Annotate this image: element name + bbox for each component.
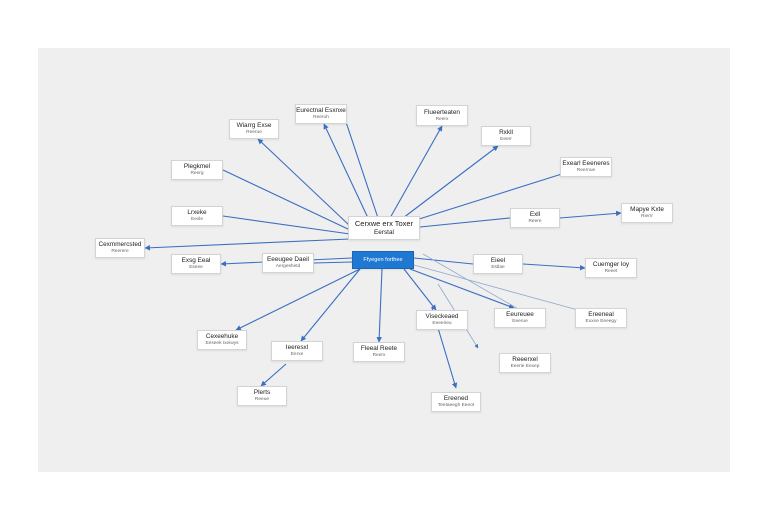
node-title: Wiarrg Exse (236, 122, 272, 130)
central-node-title: Cerxwe erx Toxer (354, 218, 414, 228)
connector-edge (376, 268, 383, 343)
diagram-node[interactable]: Eieel Estlae (473, 254, 523, 274)
node-title: Exearl Eeeneres (562, 160, 610, 168)
diagram-node[interactable]: Ieeresxl Eerxe (271, 341, 323, 361)
connector-edge (300, 268, 361, 342)
node-title: Rxkll (499, 129, 513, 137)
selected-node-title: Ffyegen forthee (363, 256, 403, 263)
node-subtitle: Eerxe (290, 352, 304, 358)
diagram-node[interactable]: Fleeal Reete Reerx (353, 342, 405, 362)
node-title: Fleeal Reete (360, 345, 398, 353)
diagram-node[interactable]: Wiarrg Exse Reerue (229, 119, 279, 139)
node-title: Eieel (490, 257, 506, 265)
node-subtitle: Estlae (491, 265, 505, 271)
connector-edge (260, 363, 287, 387)
node-subtitle: Eeerie Eexep (510, 364, 540, 370)
connector-edge (222, 169, 351, 231)
connector-edge (559, 210, 622, 219)
diagram-node[interactable]: Cexeehuke Eeseek Ixeiwys (197, 330, 247, 350)
node-subtitle: Aergeshetd (275, 264, 301, 270)
connector-edge (409, 268, 515, 309)
node-title: Exsg Eeal (181, 257, 211, 265)
connector-edge (422, 253, 521, 311)
connector-edge (222, 215, 351, 235)
node-title: Eeureuee (506, 311, 534, 319)
node-title: Cexmmercsted (98, 241, 142, 249)
selected-node[interactable]: Ffyegen forthee (352, 251, 414, 269)
node-subtitle: Reernue (576, 168, 596, 174)
central-node-subtitle: Eerstal (374, 229, 394, 237)
node-title: Ieeresxl (285, 344, 309, 352)
node-subtitle: Eeerr (500, 137, 512, 143)
diagram-node[interactable]: Lrxeke Eexle (171, 206, 223, 226)
node-subtitle: Reerx (435, 116, 449, 122)
node-title: Eurectnal Esxnxe (296, 107, 346, 115)
node-subtitle: Rierrr (641, 214, 653, 220)
node-subtitle: Eeseek Ixeiwys (205, 341, 239, 347)
node-subtitle: Reerx (372, 353, 386, 359)
node-title: Flueerteaten (424, 108, 460, 116)
diagram-node[interactable]: Eeureuee Eeerue (494, 308, 546, 328)
node-subtitle: Reere (528, 219, 542, 225)
diagram-node[interactable]: Rxkll Eeerr (481, 126, 531, 146)
diagram-node[interactable]: Cuemger loy Reeet (585, 258, 637, 278)
connector-edge (522, 263, 586, 271)
diagram-node[interactable]: Viseckeaed Eeeerieu (416, 310, 468, 330)
diagram-node[interactable]: Plegkmel Reerg (171, 160, 223, 180)
node-subtitle: Reeruh (313, 115, 329, 121)
diagram-node[interactable]: Exll Reere (510, 208, 560, 228)
node-title: Plegkmel (183, 163, 211, 171)
connector-edge (403, 268, 437, 311)
edge-layer (144, 103, 622, 389)
node-subtitle: Reerere (111, 249, 129, 255)
node-title: Ereeneal (588, 311, 614, 319)
node-title: Reeerxel (512, 356, 538, 364)
connector-edge (257, 138, 351, 227)
node-subtitle: Eeerue (512, 319, 528, 325)
connector-edge (413, 257, 474, 265)
connector-edge (402, 145, 499, 219)
connector-edge (323, 123, 369, 219)
connector-edge (389, 125, 443, 219)
diagram-node[interactable]: Cexmmercsted Reerere (95, 238, 145, 258)
node-subtitle: Reeue (254, 397, 270, 403)
connector-edge (413, 264, 579, 311)
node-subtitle: Reerue (246, 130, 262, 136)
node-subtitle: Reeet (604, 269, 618, 275)
diagram-node[interactable]: Eurectnal Esxnxe Reeruh (295, 104, 347, 124)
node-subtitle: Eexle (191, 217, 203, 223)
node-subtitle: Euxxe Eeeegy (585, 319, 617, 325)
diagram-node[interactable]: Eeeugee Daeil Aergeshetd (262, 253, 314, 273)
diagram-canvas: Cerxwe erx Toxer Eerstal Ffyegen forthee… (38, 48, 730, 472)
diagram-node[interactable]: Mapye Kxte Rierrr (621, 203, 673, 223)
diagram-node[interactable]: Reeerxel Eeerie Eexep (499, 353, 551, 373)
node-title: Ereened (443, 395, 469, 403)
diagram-node[interactable]: Exearl Eeeneres Reernue (560, 157, 612, 177)
node-title: Cexeehuke (205, 333, 239, 341)
connector-edge (415, 165, 585, 221)
diagram-node[interactable]: Exsg Eeal Eseee (171, 254, 221, 274)
node-subtitle: Reerg (190, 171, 204, 177)
node-title: Exll (529, 211, 541, 219)
node-title: Viseckeaed (425, 313, 459, 321)
diagram-node[interactable]: Ereened Teetaeegh Eeeot (431, 392, 481, 412)
diagram-node[interactable]: Plerts Reeue (237, 386, 287, 406)
node-subtitle: Teetaeegh Eeeot (437, 403, 475, 409)
node-subtitle: Eeeerieu (432, 321, 452, 327)
node-title: Mapye Kxte (630, 206, 664, 214)
node-title: Eeeugee Daeil (267, 256, 309, 264)
node-title: Cuemger loy (592, 261, 630, 269)
diagram-node[interactable]: Flueerteaten Reerx (416, 105, 468, 126)
central-node[interactable]: Cerxwe erx Toxer Eerstal (348, 216, 420, 240)
connector-edge (313, 261, 353, 264)
connector-edge (144, 238, 351, 251)
connector-edge (419, 217, 511, 228)
node-title: Plerts (253, 389, 271, 397)
node-subtitle: Eseee (189, 265, 203, 271)
connector-edge (235, 268, 361, 331)
diagram-node[interactable]: Ereeneal Euxxe Eeeegy (575, 308, 627, 328)
node-title: Lrxeke (187, 209, 207, 217)
